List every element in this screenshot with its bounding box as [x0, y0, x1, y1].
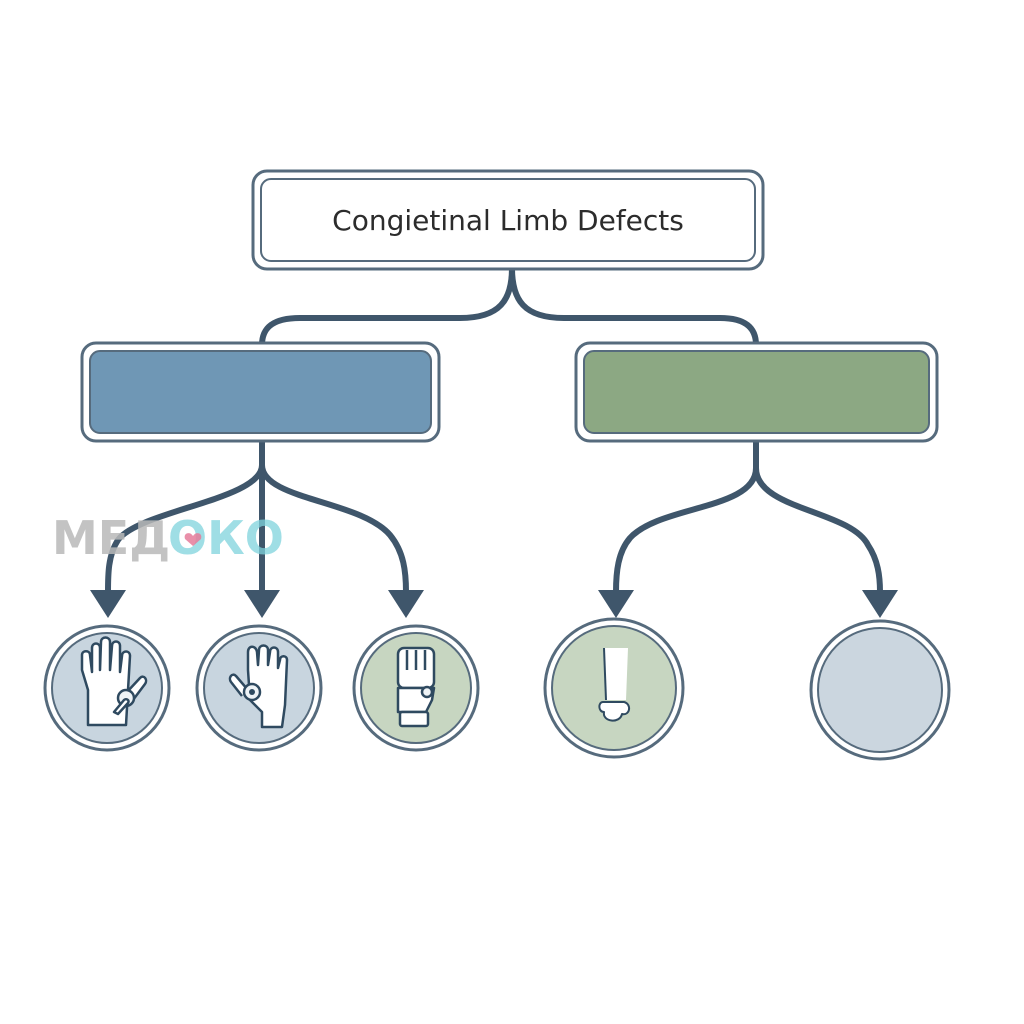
arrowhead-1 — [90, 590, 126, 618]
root-box: Congietinal Limb Defects — [251, 169, 765, 271]
arrowhead-2 — [244, 590, 280, 618]
watermark-logo: МЕД ОКО — [52, 511, 284, 565]
connector-right-child-2 — [753, 465, 883, 595]
connector-root-left — [259, 265, 515, 348]
circle-node-1 — [43, 624, 171, 752]
root-box-label: Congietinal Limb Defects — [332, 204, 684, 237]
arrowhead-4 — [598, 590, 634, 618]
watermark-text-part1: МЕД — [52, 511, 170, 565]
connector-lines — [105, 265, 883, 595]
arrowhead-3 — [388, 590, 424, 618]
circle-node-2 — [195, 624, 323, 752]
heart-icon — [184, 533, 202, 546]
category-box-right — [574, 341, 939, 443]
arrowheads — [90, 590, 898, 618]
clenched-fist-icon — [396, 646, 436, 728]
category-box-left — [80, 341, 441, 443]
connector-left-child-1 — [105, 437, 265, 595]
bone-limb-icon — [598, 647, 630, 722]
hand-thumb-defect-icon — [228, 644, 289, 729]
connector-root-right — [509, 265, 759, 348]
circle-node-4 — [543, 617, 685, 759]
circle-node-5 — [809, 619, 951, 761]
circle-node-3 — [352, 624, 480, 752]
hand-with-extra-thumb-icon — [80, 636, 148, 727]
connector-left-child-3 — [259, 462, 409, 595]
connector-right-child-1 — [613, 437, 759, 595]
arrowhead-5 — [862, 590, 898, 618]
